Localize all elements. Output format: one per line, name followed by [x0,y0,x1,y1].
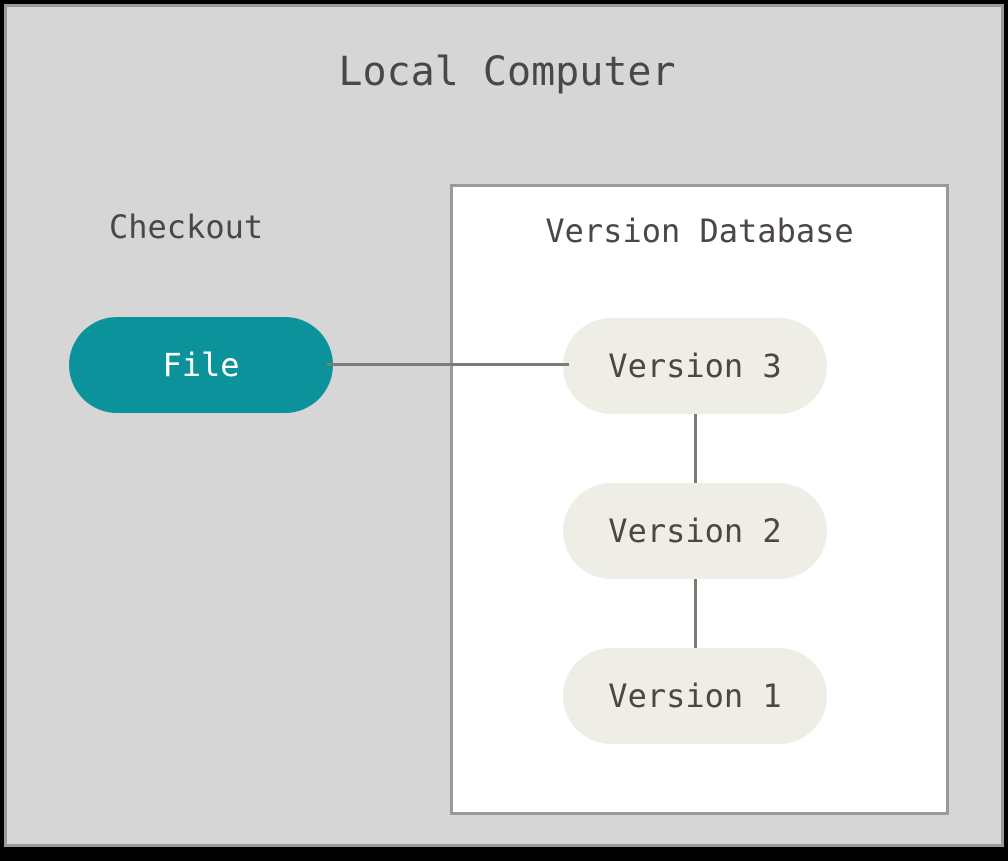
node-version-1-label: Version 1 [608,677,782,715]
node-file-label: File [162,346,240,384]
local-computer-frame: Local Computer Checkout File Version Dat… [4,4,1004,847]
connector-version-3-to-version-2 [694,407,697,495]
node-file[interactable]: File [69,317,333,413]
node-version-1[interactable]: Version 1 [563,648,827,744]
checkout-label: Checkout [109,208,264,246]
version-database-label: Version Database [545,212,854,250]
node-version-2-label: Version 2 [608,512,782,550]
node-version-3-label: Version 3 [608,347,782,385]
version-database-panel: Version Database Version 3 Version 2 Ver… [450,184,949,815]
connector-version-2-to-version-1 [694,572,697,660]
node-version-3[interactable]: Version 3 [563,318,827,414]
page-title: Local Computer [338,49,676,95]
node-version-2[interactable]: Version 2 [563,483,827,579]
connector-file-to-version-3 [327,363,569,366]
